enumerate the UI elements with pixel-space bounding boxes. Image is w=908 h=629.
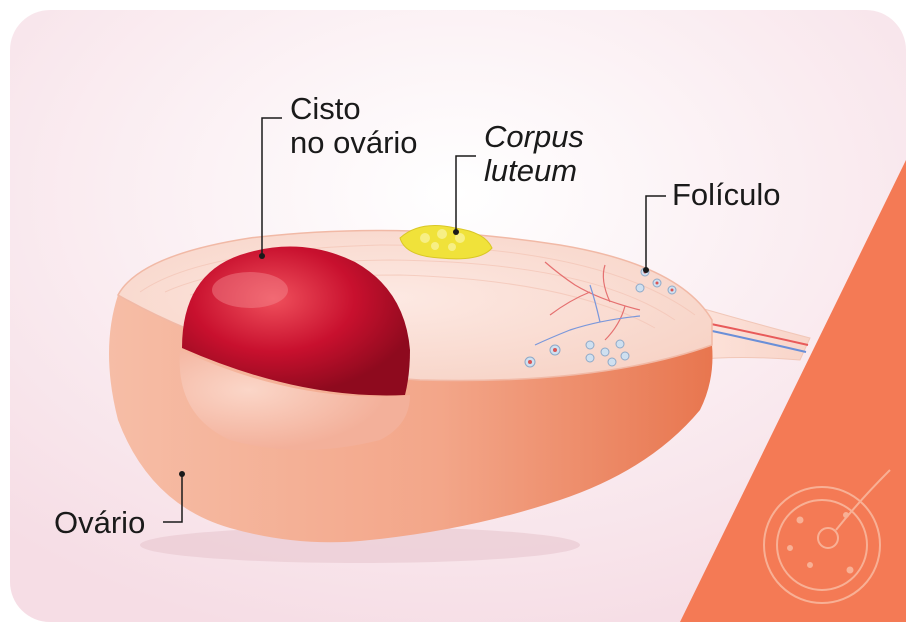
ovarian-cyst — [182, 246, 410, 396]
cyst-label: Cisto no ovário — [290, 92, 418, 160]
cyst-label-line-1: Cisto — [290, 91, 361, 126]
corpus-leader — [455, 155, 476, 232]
ovary-label: Ovário — [54, 505, 146, 540]
leader-dots — [179, 229, 649, 477]
corpus-luteum-label: Corpus luteum — [484, 120, 584, 188]
corpus-luteum-label-line-1: Corpus — [484, 119, 584, 154]
follicle-leader — [645, 195, 666, 270]
ovary-leader — [163, 474, 183, 523]
corpus-luteum — [399, 225, 493, 260]
cyst-leader — [261, 117, 282, 256]
cyst-highlight — [212, 272, 288, 308]
egg-cell-icon — [763, 469, 891, 604]
ovary-shadow — [140, 527, 580, 563]
leader-lines — [163, 117, 666, 523]
cyst-cavity — [179, 350, 410, 450]
surface-vessels — [534, 261, 641, 346]
follicle-nuclei — [528, 270, 674, 364]
corpus-luteum-label-line-2: luteum — [484, 153, 578, 188]
follicle-label: Folículo — [672, 177, 781, 212]
accent-corner — [680, 160, 906, 622]
cyst-label-line-2: no ovário — [290, 125, 418, 160]
